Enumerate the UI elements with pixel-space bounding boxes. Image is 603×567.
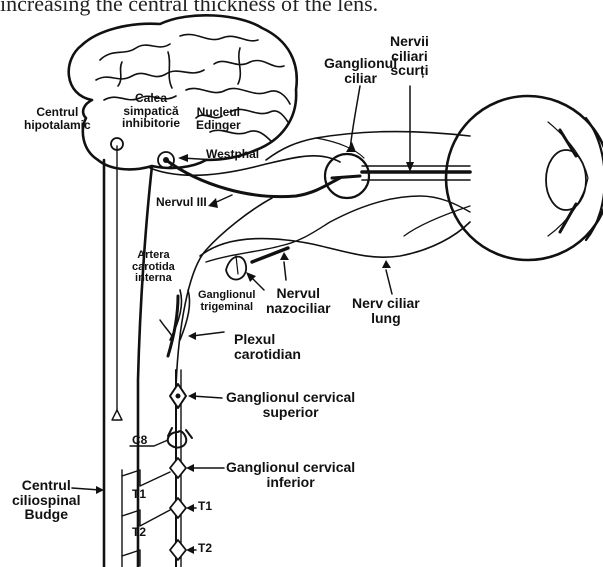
label-calea-simpatica: Calea simpatică inhibitorie: [122, 92, 180, 130]
stellate-ganglion: [168, 431, 187, 447]
label-ganglionul-trigeminal: Ganglionul trigeminal: [198, 290, 255, 313]
label-c8: C8: [132, 434, 147, 447]
label-ganglionul-cervical-superior: Ganglionul cervical superior: [226, 390, 355, 419]
descending-pathway-arrow: [112, 410, 122, 420]
brain-outline: [69, 15, 297, 169]
label-nerv-ciliar-lung: Nerv ciliar lung: [352, 296, 420, 325]
carotid-plexus: [168, 296, 178, 356]
label-ganglionul-ciliar: Ganglionul ciliar: [324, 56, 397, 85]
label-t2-left: T2: [132, 526, 146, 539]
label-nervul-nazociliar: Nervul nazociliar: [266, 286, 331, 315]
inferior-cervical-ganglion: [170, 458, 186, 478]
label-plexul-carotidian: Plexul carotidian: [234, 332, 301, 361]
label-nervul-iii: Nervul III: [156, 196, 207, 209]
eyeball: [446, 96, 603, 260]
label-t1-left: T1: [132, 488, 146, 501]
label-centrul-ciliospinal: Centrul ciliospinal Budge: [12, 478, 80, 522]
label-nucleul-edinger: Nucleul Edinger: [196, 106, 241, 131]
label-t1-right: T1: [198, 500, 212, 513]
cornea: [586, 118, 603, 240]
label-t2-right: T2: [198, 542, 212, 555]
upper-nerve: [266, 132, 470, 160]
label-artera-carotida: Artera carotida interna: [132, 250, 175, 285]
outflow-t1: [122, 470, 170, 486]
label-nervii-ciliari-scurti: Nervii ciliari scurți: [390, 34, 429, 78]
outflow-t2: [122, 510, 170, 526]
spinal-cord-right-edge: [138, 166, 152, 567]
label-centrul-hipotalamic: Centrul hipotalamic: [24, 106, 91, 131]
long-ciliary-nerve: [200, 222, 470, 257]
label-westphal: Westphal: [206, 148, 259, 161]
label-ganglionul-cervical-inferior: Ganglionul cervical inferior: [226, 460, 355, 489]
